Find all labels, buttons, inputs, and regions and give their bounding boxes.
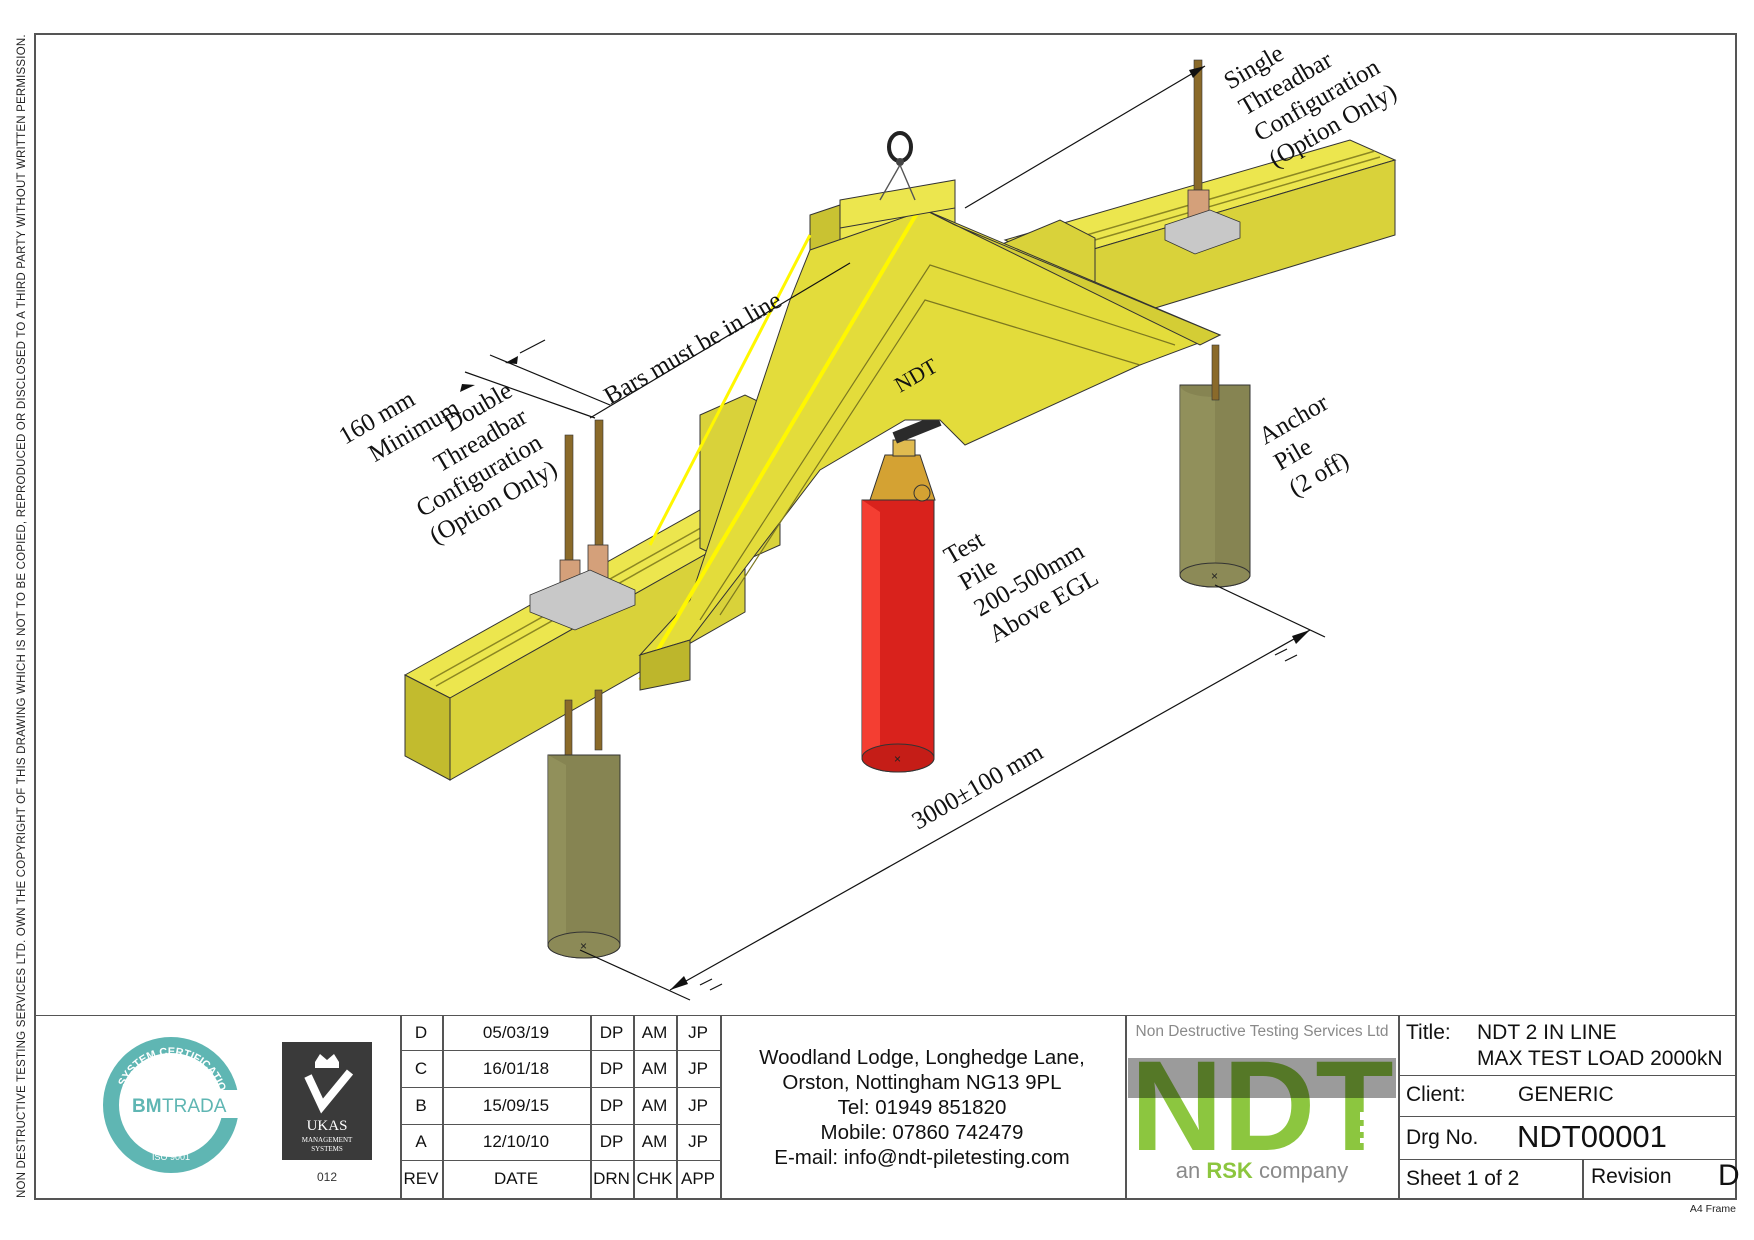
revision-label: Revision xyxy=(1591,1165,1672,1188)
single-threadbar xyxy=(1164,59,1241,255)
cross-beam: NDT xyxy=(638,131,1222,691)
dimension-arrows xyxy=(460,66,1310,990)
ukas-logo: UKAS MANAGEMENT SYSTEMS xyxy=(282,1042,372,1160)
svg-text:ISO 9001: ISO 9001 xyxy=(152,1152,190,1162)
title-block: D 05/03/19 DP AM JP C 16/01/18 DP AM JP … xyxy=(36,1015,1740,1198)
svg-text:MANAGEMENT: MANAGEMENT xyxy=(302,1136,353,1144)
dimension-lines xyxy=(464,65,1326,1001)
svg-text:UKAS: UKAS xyxy=(307,1118,348,1134)
frame-label: A4 Frame xyxy=(1689,1203,1736,1215)
title-line2: MAX TEST LOAD 2000kN xyxy=(1477,1047,1723,1070)
single-threadbar-label: Single Threadbar Configuration (Option O… xyxy=(1220,40,1402,173)
svg-text:TRADA: TRADA xyxy=(162,1096,227,1117)
test-rig-drawing: × × xyxy=(335,40,1402,1001)
test-pile: × xyxy=(861,414,942,773)
bm-trada-certification-logo: SYSTEM CERTIFICATION ISO 9001 BM TRADA xyxy=(103,1037,246,1173)
sheet-number: Sheet 1 of 2 xyxy=(1406,1167,1520,1190)
anchor-pile-right: × xyxy=(1179,344,1251,588)
bars-in-line-label: Bars must be in line xyxy=(600,287,787,410)
svg-text:×: × xyxy=(1211,569,1218,583)
title-label: Title: xyxy=(1406,1021,1451,1044)
svg-text:BM: BM xyxy=(132,1096,162,1117)
rsk-tagline: an RSK company xyxy=(1175,1158,1349,1183)
client-value: GENERIC xyxy=(1518,1083,1614,1106)
copyright-notice: NON DESTRUCTIVE TESTING SERVICES LTD. OW… xyxy=(16,34,28,1198)
company-address: Woodland Lodge, Longhedge Lane, Orston, … xyxy=(759,1046,1085,1169)
company-name: Non Destructive Testing Services Ltd xyxy=(1135,1023,1389,1040)
test-pile-label: Test Pile 200-500mm Above EGL xyxy=(940,526,1104,648)
drawing-number: NDT00001 xyxy=(1517,1119,1667,1154)
client-label: Client: xyxy=(1406,1083,1466,1106)
ndt-logo: NDT xyxy=(1128,1050,1396,1160)
anchor-pile-left: × xyxy=(547,689,621,959)
drawing-number-label: Drg No. xyxy=(1406,1126,1479,1149)
anchor-pile-label: Anchor Pile (2 off) xyxy=(1255,389,1354,502)
svg-text:SYSTEMS: SYSTEMS xyxy=(311,1145,343,1153)
revision-value: D xyxy=(1718,1159,1740,1192)
svg-text:×: × xyxy=(580,939,587,953)
double-threadbar xyxy=(529,419,636,631)
title-line1: NDT 2 IN LINE xyxy=(1477,1021,1617,1044)
svg-text:×: × xyxy=(894,752,901,766)
ukas-number: 012 xyxy=(316,1170,338,1184)
drawing-frame xyxy=(34,33,1737,1200)
